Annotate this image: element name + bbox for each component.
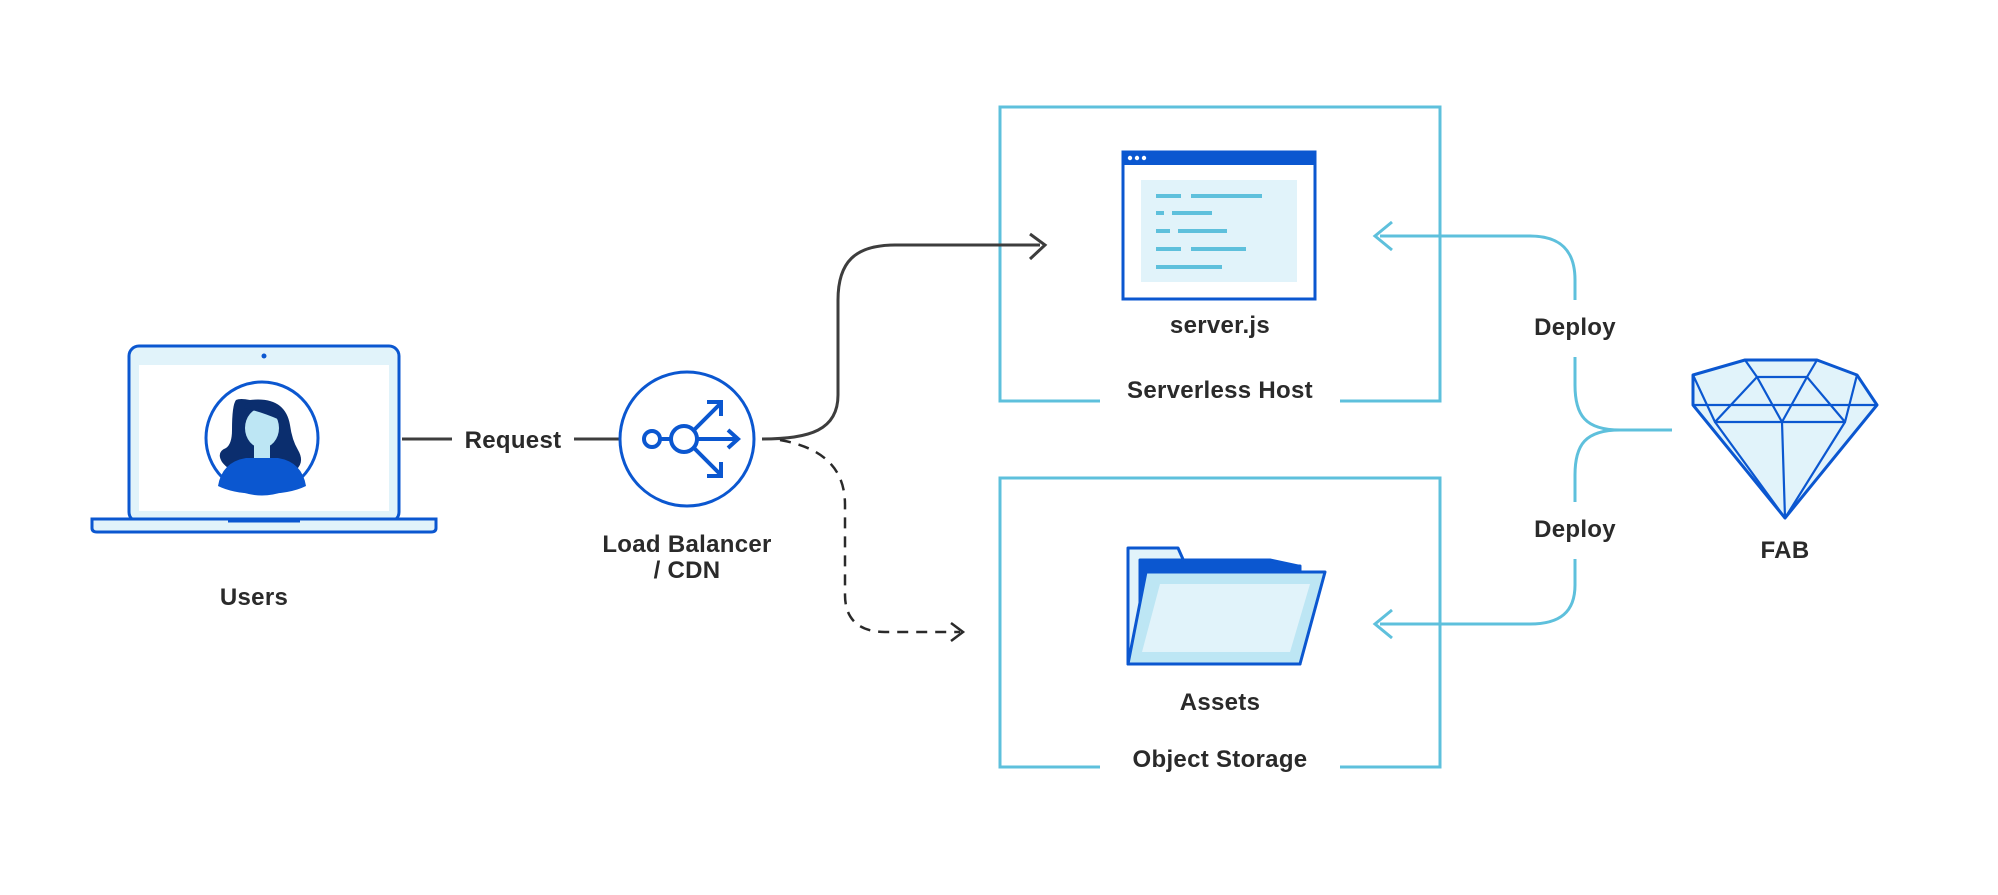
user-avatar-icon	[204, 380, 320, 496]
deploy-bottom-label: Deploy	[1534, 516, 1616, 543]
request-label: Request	[464, 427, 562, 454]
gem-icon	[1691, 358, 1879, 520]
browser-window-icon	[1121, 150, 1317, 301]
arrow-head-icon	[950, 622, 966, 642]
arrow-head-icon	[1372, 608, 1393, 640]
arrow-head-icon	[1372, 220, 1393, 252]
deploy-top-label: Deploy	[1534, 314, 1616, 341]
fab-label: FAB	[1760, 537, 1810, 564]
route-to-storage-arrow	[779, 438, 960, 634]
arrow-head-icon	[1028, 232, 1048, 261]
folder-icon	[1126, 546, 1327, 666]
assets-label: Assets	[1179, 689, 1261, 716]
server-js-label: server.js	[1169, 312, 1271, 339]
users-label: Users	[219, 584, 289, 611]
route-to-serverless-arrow	[761, 232, 1048, 441]
load-balancer-icon	[618, 370, 756, 508]
serverless-host-label: Serverless Host	[1127, 377, 1313, 404]
object-storage-container	[998, 476, 1442, 769]
serverless-host-container	[998, 105, 1442, 403]
object-storage-label: Object Storage	[1132, 746, 1308, 773]
load-balancer-label-line1: Load Balancer	[602, 531, 772, 558]
deploy-connectors	[1372, 220, 1672, 640]
load-balancer-label-line2: / CDN	[653, 557, 721, 584]
